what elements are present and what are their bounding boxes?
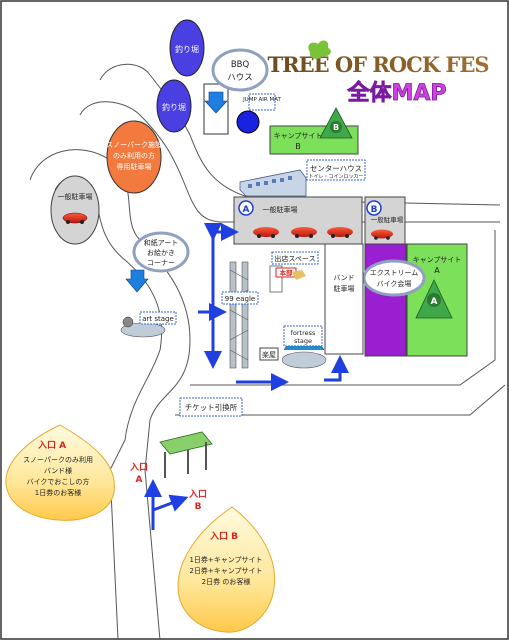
campsite-b-label-2: B (295, 142, 301, 151)
building-icon (239, 169, 307, 197)
entrance-a-callout-line: バンド様 (44, 466, 72, 475)
shop-space: 出店スペース 本部 (269, 251, 319, 293)
campsite-b: キャンプサイト B B (269, 107, 359, 155)
tree-icon (308, 40, 331, 59)
fishing-pond-2-label: 釣り堀 (162, 102, 186, 112)
down-arrow-icon (125, 269, 149, 293)
general-parking-b-label: 一般駐車場 (371, 215, 404, 224)
band-parking: バンド 駐車場 (324, 243, 364, 355)
booth-icon (159, 431, 213, 478)
bbq-label-1: BBQ (231, 60, 250, 70)
gakuya-label: 楽屋 (262, 350, 276, 359)
shop-space-label: 出店スペース (274, 254, 315, 263)
fortress-label-1: fortress (291, 329, 316, 337)
tent-b-label: B (333, 123, 339, 132)
tent-icon: A (415, 279, 453, 319)
band-parking-label-1: バンド (333, 274, 354, 282)
bbq-label-2: ハウス (227, 73, 253, 83)
festival-logo: TREE OF ROCK FES 全体MAP (267, 40, 490, 106)
general-parking-a-label: 一般駐車場 (263, 205, 298, 214)
logo-text: TREE OF ROCK FES (267, 52, 488, 77)
extreme-label-2: バイク会場 (377, 279, 412, 288)
fortress-label-2: stage (294, 337, 312, 345)
extreme-bike-area: エクストリーム バイク会場 (362, 243, 426, 357)
fortress-stage: fortress stage (281, 325, 327, 369)
gakuya: 楽屋 (259, 347, 279, 361)
art-stage-label: art stage (142, 315, 174, 323)
extreme-label-1: エクストリーム (370, 269, 419, 277)
fishing-pond-1: 釣り堀 (169, 19, 205, 77)
campsite-b-label-1: キャンプサイト (274, 132, 323, 140)
fishing-pond-2: 釣り堀 (156, 79, 192, 133)
entrance-b-label-2: B (195, 502, 202, 512)
parking-area-a: A 一般駐車場 (233, 196, 363, 245)
tent-a-label: A (431, 297, 438, 307)
paper-art-label-2: お絵かき (147, 248, 175, 257)
entrance-a-label-1: 入口 (129, 462, 148, 473)
ticket-label: チケット引換所 (185, 402, 238, 412)
center-house-sublabel: トイレ・コインロッカー (308, 174, 363, 180)
general-parking-left: 一般駐車場 (50, 175, 100, 245)
center-house-label: センターハウス (310, 164, 362, 173)
center-house: センターハウス トイレ・コインロッカー (239, 159, 366, 197)
entrance-a-callout: 入口 A スノーパークのみ利用 バンド様 バイクでおこしの方 1日券のお客様 (5, 424, 115, 521)
paper-art-label-1: 和紙アート (144, 238, 179, 247)
campsite-a-label-1: キャンプサイト (413, 256, 462, 264)
entrance-a-callout-line: 1日券のお客様 (35, 488, 81, 497)
entrance-a-callout-title: 入口 A (37, 440, 66, 451)
badge-b: B (371, 205, 378, 215)
entrance-b-label-1: 入口 (188, 489, 207, 500)
snowpark-label-1: スノーパーク施設 (106, 140, 162, 149)
down-arrow-icon (204, 91, 228, 114)
entrance-a-callout-line: スノーパークのみ利用 (23, 455, 93, 464)
parking-area-b: B 一般駐車場 (364, 196, 406, 245)
car-icon (327, 227, 353, 238)
paper-art-label-3: コーナー (147, 259, 175, 267)
entrance-b-callout-line: 1日券+キャンプサイト (189, 555, 262, 564)
bbq-house: BBQ ハウス (203, 48, 269, 135)
band-parking-label-2: 駐車場 (334, 284, 355, 293)
snowpark-label-3: 専用駐車場 (117, 162, 152, 171)
walking-routes (198, 223, 349, 391)
art-stage: art stage (120, 311, 177, 338)
snowpark-parking: スノーパーク施設 のみ利用の方 専用駐車場 (106, 120, 162, 194)
entrance-b-callout-line: 2日券 のお客様 (202, 577, 251, 586)
entrance-b-callout-line: 2日券+キャンプサイト (189, 566, 262, 575)
eagle-99-label: 99 eagle (225, 295, 255, 303)
eagle-99-stage: 99 eagle (221, 261, 259, 369)
campsite-a: キャンプサイト A A (406, 243, 468, 357)
entrance-a-label-2: A (136, 475, 143, 485)
car-icon (291, 227, 317, 238)
jump-air-mat-label: JUMP AIR MAT (242, 97, 281, 103)
entrance-arrows (144, 479, 189, 530)
ticket-booth: チケット引換所 (159, 397, 243, 478)
honbu-label: 本部 (280, 268, 294, 277)
entrance-b-callout-title: 入口 B (209, 531, 238, 542)
car-icon (62, 212, 88, 224)
badge-a: A (243, 205, 250, 215)
tent-icon: B (319, 107, 353, 139)
paper-art-corner: 和紙アート お絵かき コーナー (125, 231, 190, 293)
entrance-b-callout: 入口 B 1日券+キャンプサイト 2日券+キャンプサイト 2日券 のお客様 (177, 506, 276, 633)
general-parking-left-label: 一般駐車場 (58, 192, 93, 201)
map-subtitle: 全体MAP (346, 80, 446, 106)
snowpark-label-2: のみ利用の方 (113, 151, 155, 160)
jump-air-mat: JUMP AIR MAT (236, 93, 282, 134)
campsite-a-label-2: A (434, 266, 440, 275)
tent-icon (292, 270, 306, 280)
entrance-a-callout-line: バイクでおこしの方 (27, 477, 90, 486)
air-mat-circle (236, 110, 260, 134)
car-icon (253, 227, 279, 238)
fishing-pond-1-label: 釣り堀 (175, 44, 199, 54)
car-icon (371, 229, 393, 240)
